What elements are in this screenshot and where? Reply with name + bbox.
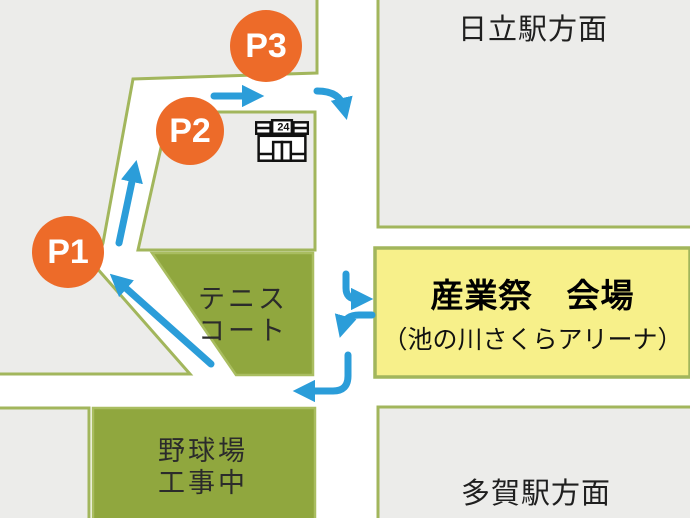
route-arrow-uturn-down [334, 311, 376, 338]
parking-p1-label: P1 [47, 232, 89, 271]
venue-subtitle: （池の川さくらアリーナ） [382, 326, 683, 354]
convenience-store-icon: 24 [255, 119, 309, 162]
taga-station-label: 多賀駅方面 [460, 478, 611, 510]
venue-title: 産業祭 会場 [430, 277, 635, 314]
taga-block [376, 405, 690, 518]
hitachi-station-label: 日立駅方面 [457, 14, 608, 46]
route-arrow-curve-down [313, 87, 353, 120]
hitachi-block [376, 0, 690, 229]
tennis-court-block [149, 251, 315, 377]
tennis-court-label: テニス コート [198, 284, 288, 347]
baseball-block [91, 406, 317, 518]
store-sign-24: 24 [277, 122, 289, 134]
route-arrow-up [115, 159, 143, 247]
route-arrow-diagonal-up [109, 273, 215, 368]
route-arrow-into-venue [342, 270, 374, 311]
parking-p3-label: P3 [245, 26, 287, 65]
route-arrow-down-left [292, 351, 352, 403]
venue-block [373, 246, 690, 379]
parking-p2-label: P2 [169, 111, 211, 150]
venue-label-box: 産業祭 会場 （池の川さくらアリーナ） [375, 248, 690, 377]
baseball-field-label: 野球場 工事中 [158, 436, 248, 499]
parking-p2-badge: P2 [156, 97, 224, 165]
parking-p3-badge: P3 [230, 10, 302, 82]
southwest-block [0, 406, 91, 518]
parking-p1-badge: P1 [32, 216, 104, 288]
